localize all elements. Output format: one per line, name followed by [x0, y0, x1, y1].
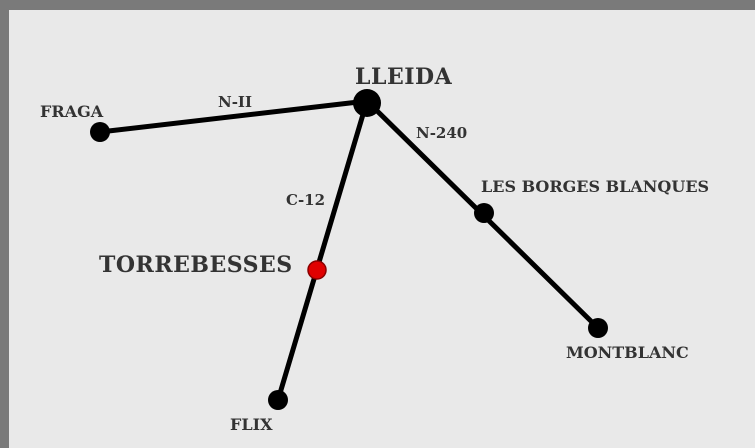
town-marker-torrebesses [307, 260, 327, 280]
town-label-fraga: FRAGA [40, 102, 104, 121]
town-label-montblanc: MONTBLANC [566, 343, 689, 362]
town-marker-fraga [90, 122, 110, 142]
town-marker-lleida [353, 89, 381, 117]
road-label-c-12: C-12 [286, 191, 325, 209]
town-label-flix: FLIX [230, 415, 273, 434]
town-marker-flix [268, 390, 288, 410]
town-marker-les-borges-blanques [474, 203, 494, 223]
road-c-12 [275, 98, 370, 403]
road-label-n-ii: N-II [218, 93, 252, 111]
town-marker-montblanc [588, 318, 608, 338]
town-label-lleida: LLEIDA [355, 64, 453, 90]
town-label-les-borges-blanques: LES BORGES BLANQUES [481, 177, 709, 196]
road-label-n-240: N-240 [416, 124, 467, 142]
town-label-torrebesses: TORREBESSES [99, 252, 293, 278]
road-n-ii [97, 98, 370, 135]
